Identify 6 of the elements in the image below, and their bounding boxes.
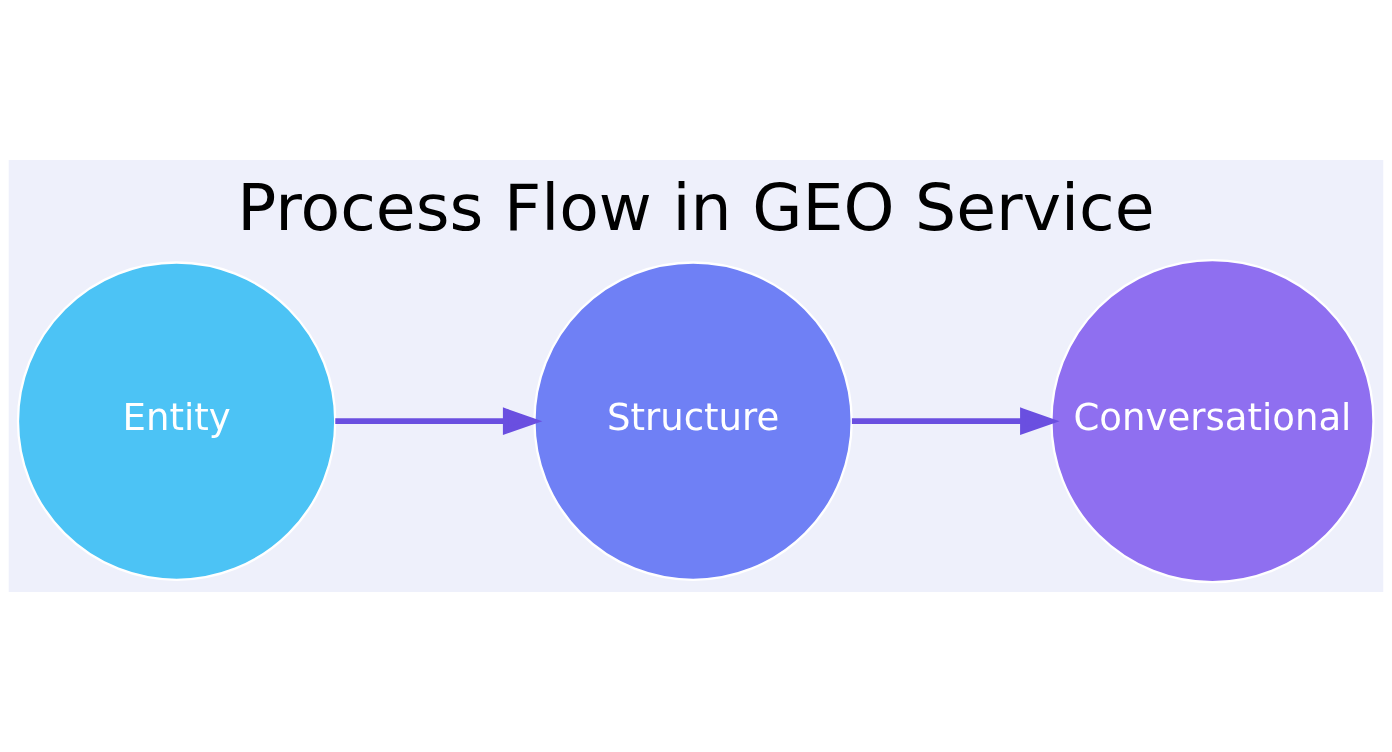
- node-circle: Structure: [533, 261, 853, 581]
- diagram-title: Process Flow in GEO Service: [237, 170, 1155, 246]
- arrow: [851, 407, 1060, 435]
- arrow: [335, 407, 543, 435]
- node-circle: Conversational: [1050, 258, 1375, 584]
- node-circle: Entity: [16, 261, 337, 581]
